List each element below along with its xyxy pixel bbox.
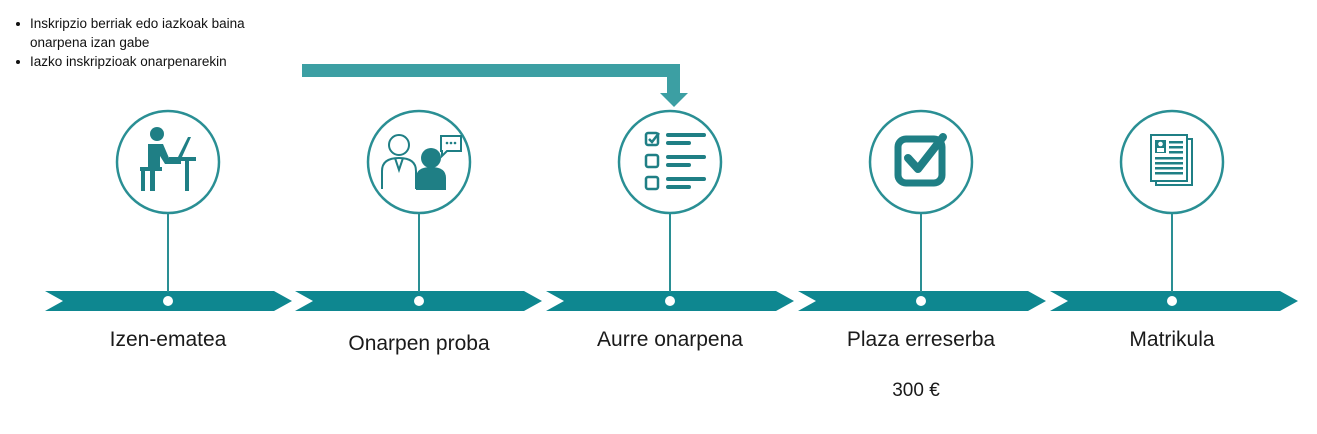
step-label-matrikula: Matrikula xyxy=(1129,328,1215,351)
notes-list: Inskripzio berriak edo iazkoak baina ona… xyxy=(12,14,245,71)
note-text: Iazko inskripzioak onarpenarekin xyxy=(30,54,227,69)
connector-arrow xyxy=(302,64,688,107)
interview-icon xyxy=(381,134,462,190)
step-label-aurre-onarpena: Aurre onarpena xyxy=(597,328,743,351)
note-item: Iazko inskripzioak onarpenarekin xyxy=(12,52,245,71)
timeline-dots xyxy=(163,296,1177,306)
step-label-onarpen-proba: Onarpen proba xyxy=(348,332,490,355)
checkbox-icon xyxy=(894,133,947,187)
note-text: Inskripzio berriak edo iazkoak baina xyxy=(30,16,245,31)
step-circles xyxy=(115,109,1225,215)
note-text: onarpena izan gabe xyxy=(30,35,150,50)
price-label: 300 € xyxy=(892,380,940,401)
document-icon xyxy=(1150,134,1193,186)
step-label-plaza-erreserba: Plaza erreserba xyxy=(846,328,996,351)
note-item: Inskripzio berriak edo iazkoak baina ona… xyxy=(12,14,245,52)
checklist-icon xyxy=(644,131,706,191)
step-label-izen-ematea: Izen-ematea xyxy=(109,328,227,351)
person-at-desk-icon xyxy=(140,127,196,191)
stems xyxy=(167,213,1173,292)
